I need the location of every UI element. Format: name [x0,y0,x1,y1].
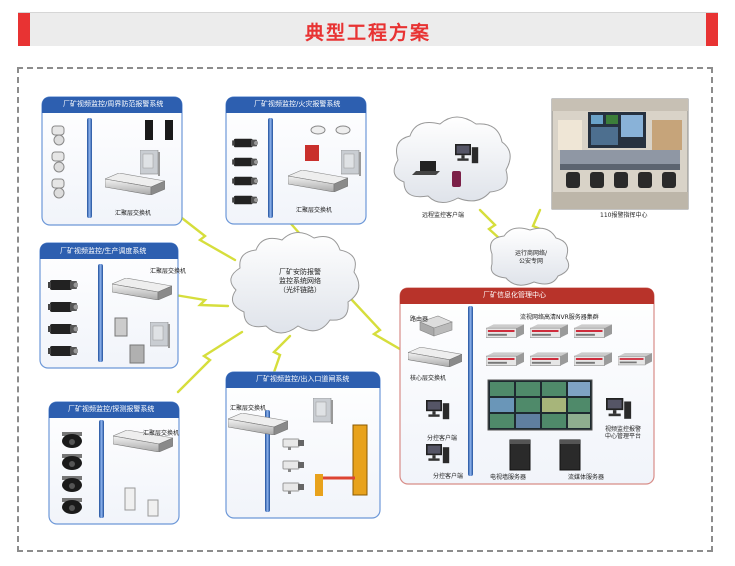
gate-switch-label: 汇聚层交换机 [230,405,267,412]
title-banner: 典型工程方案 [18,12,718,46]
perimeter-panel-title: 厂矿视频监控/周界防范报警系统 [63,100,164,108]
production-panel-title: 厂矿视频监控/生产调度系统 [60,247,147,255]
panel-fire [225,96,367,225]
cloud-operator-shape [490,227,570,286]
info-center-title: 厂矿信息化管理中心 [483,291,546,299]
command-center-photo [551,98,689,210]
cloud-operator-line2: 公安专网 [518,258,543,265]
client1-label: 分控客户端 [427,435,458,442]
banner-accent-right [706,13,718,46]
storage-cluster-label: 流视网络高清NVR服务器集群 [520,314,599,321]
remote-client-label: 远程监控客户端 [422,212,465,219]
stream-server-label: 流媒体服务器 [568,474,605,481]
perimeter-switch-label: 汇聚层交换机 [115,210,152,217]
panel-perimeter [41,96,183,226]
banner-accent-left [18,13,30,46]
cloud-remote-shape [393,116,511,203]
panel-info-center [399,287,655,485]
cloud-main-label: 厂矿安防报警 监控系统网络 （光纤链路） [256,268,344,295]
fire-switch-label: 汇聚层交换机 [296,207,333,214]
tv-server-label: 电视墙服务器 [490,474,527,481]
router-label: 路由器 [410,316,429,323]
cloud-main-line2: 监控系统网络 [279,277,321,285]
detection-panel-title: 厂矿视频监控/探测报警系统 [68,405,155,413]
cloud-main-line1: 厂矿安防报警 [279,268,321,276]
page-title: 典型工程方案 [304,22,431,44]
fire-panel-title: 厂矿视频监控/火灾报警系统 [254,100,341,108]
cloud-main-shape [230,232,360,334]
core-switch-label: 核心层交换机 [410,375,447,382]
gate-panel-title: 厂矿视频监控/出入口道闸系统 [256,375,350,383]
video-platform-label: 视频监控报警中心管理平台 [605,426,642,440]
production-switch-label: 汇聚层交换机 [150,268,187,275]
detection-switch-label: 汇聚层交换机 [143,430,180,437]
panel-gate [225,371,381,519]
command-center-label: 110报警指挥中心 [600,212,648,219]
cloud-main-line3: （光纤链路） [279,286,321,294]
cloud-operator-line1: 运行商网络/ [514,250,548,257]
client2-label: 分控客户端 [433,473,464,480]
panel-detection [48,401,180,525]
panel-production [39,242,179,369]
cloud-operator-label: 运行商网络/ 公安专网 [500,250,562,266]
diagram-frame [17,67,713,552]
